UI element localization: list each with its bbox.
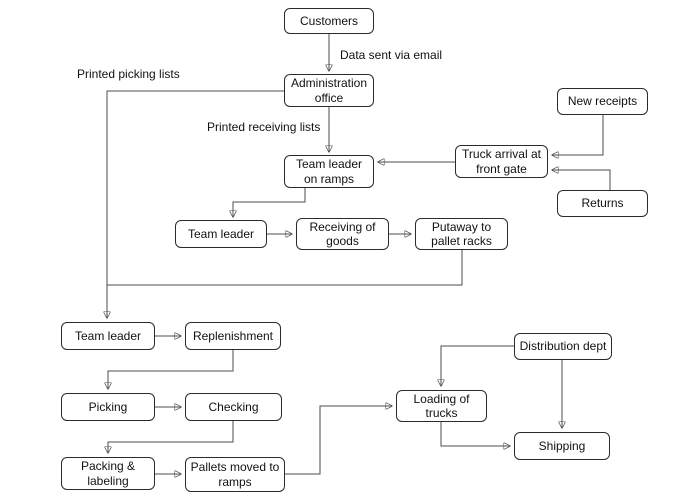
node-truck-arrival-front-gate[interactable]: Truck arrival at front gate (455, 145, 548, 178)
edge-dist-dept-loading (441, 345, 514, 386)
edge-label-printed-picking-lists: Printed picking lists (77, 67, 180, 81)
edge-new-receipts-truck-arrival (552, 115, 604, 155)
edge-checking-packing (108, 421, 234, 453)
node-pallets-moved-to-ramps[interactable]: Pallets moved to ramps (185, 457, 285, 492)
node-picking[interactable]: Picking (61, 393, 155, 421)
node-distribution-dept[interactable]: Distribution dept (514, 333, 612, 360)
edge-label-printed-receiving-lists: Printed receiving lists (207, 120, 321, 134)
edge-replenishment-picking (108, 350, 234, 389)
node-shipping[interactable]: Shipping (514, 432, 610, 460)
node-receiving-of-goods[interactable]: Receiving of goods (296, 218, 389, 250)
node-checking[interactable]: Checking (185, 393, 282, 421)
edge-label-data-sent-via-email: Data sent via email (340, 48, 443, 62)
node-team-leader-on-ramps[interactable]: Team leader on ramps (284, 155, 374, 188)
edge-putaway-merge (107, 250, 463, 286)
node-packing-labeling[interactable]: Packing & labeling (61, 457, 155, 490)
node-returns[interactable]: Returns (557, 190, 648, 217)
node-administration-office[interactable]: Administration office (284, 74, 374, 107)
node-putaway-pallet-racks[interactable]: Putaway to pallet racks (415, 218, 508, 250)
node-loading-of-trucks[interactable]: Loading of trucks (396, 390, 487, 422)
edge-pallets-loading (285, 406, 392, 475)
edge-admin-team-leader-picking (107, 90, 284, 318)
node-new-receipts[interactable]: New receipts (557, 88, 648, 115)
edge-tl-ramps-team-leader (233, 188, 306, 217)
edge-loading-shipping (440, 422, 510, 446)
node-team-leader-receiving[interactable]: Team leader (175, 220, 267, 248)
node-replenishment[interactable]: Replenishment (185, 322, 281, 350)
node-team-leader-picking[interactable]: Team leader (61, 322, 155, 350)
node-customers[interactable]: Customers (284, 8, 374, 34)
edge-returns-truck-arrival (552, 170, 611, 190)
